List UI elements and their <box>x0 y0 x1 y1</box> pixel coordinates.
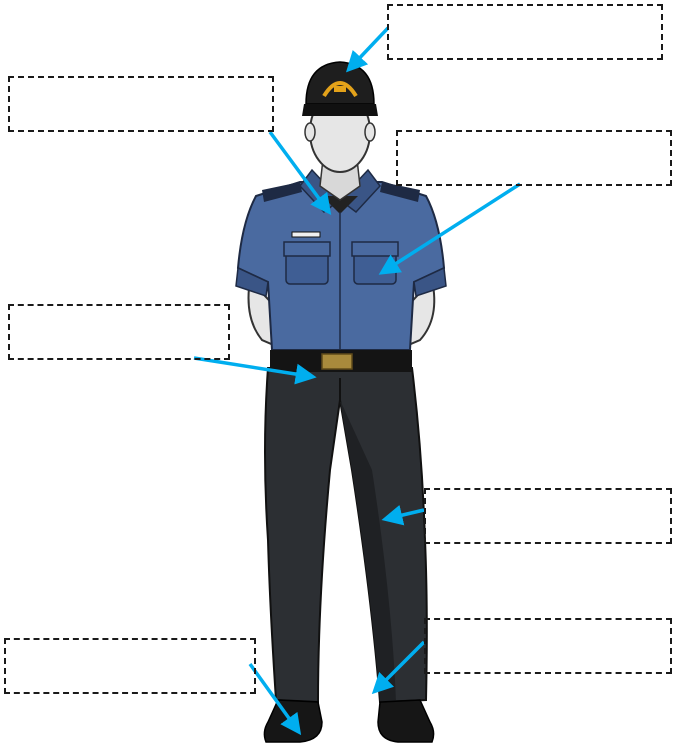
belt <box>270 350 412 372</box>
label-box-shirt-pocket[interactable] <box>396 130 672 186</box>
arrow-cap <box>352 28 388 66</box>
label-box-cap[interactable] <box>387 4 663 60</box>
label-box-collar[interactable] <box>8 76 274 132</box>
label-box-trouser-hem[interactable] <box>424 618 672 674</box>
label-box-trousers[interactable] <box>424 488 672 544</box>
cap <box>302 62 378 116</box>
trousers <box>265 368 427 702</box>
label-box-belt[interactable] <box>8 304 230 360</box>
label-box-shoes[interactable] <box>4 638 256 694</box>
